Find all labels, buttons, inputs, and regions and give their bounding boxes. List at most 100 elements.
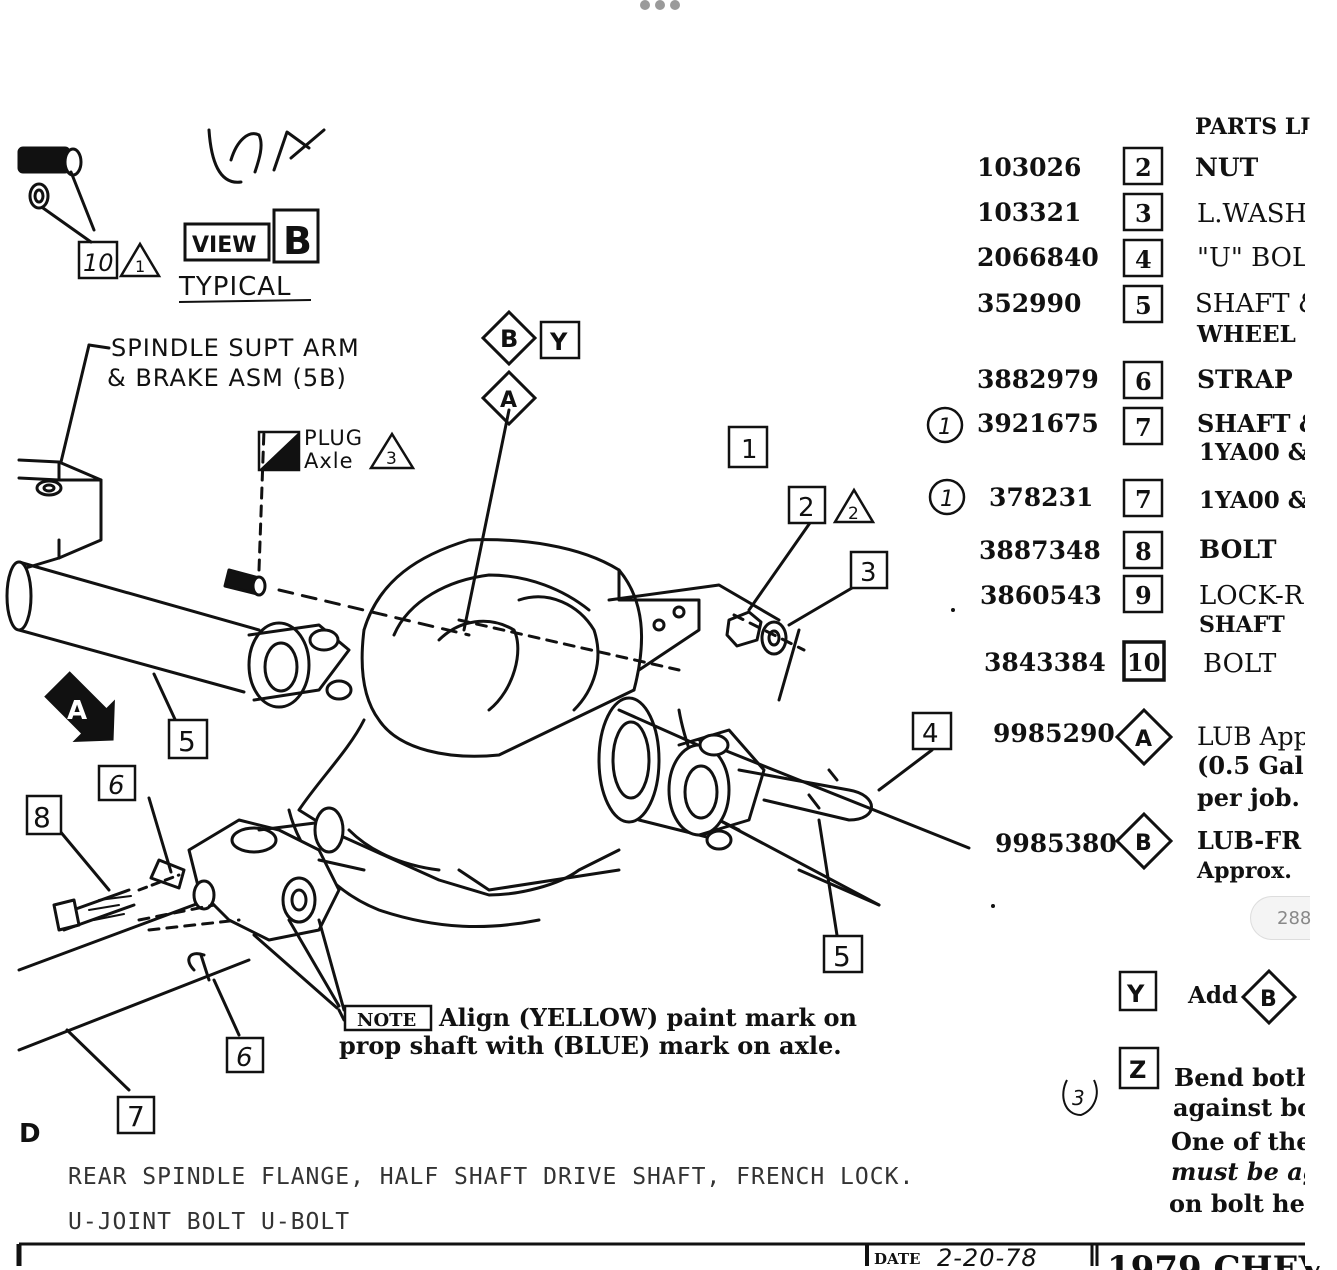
parts-row: 103321 3 L.WASH [977, 192, 1307, 232]
centerline [457, 618, 681, 672]
svg-text:against bo: against bo [1173, 1093, 1313, 1122]
svg-text:B: B [500, 325, 518, 353]
svg-text:2: 2 [848, 504, 859, 524]
svg-text:2: 2 [1135, 153, 1152, 182]
exploded-axle-diagram: VIEW B TYPICAL 10 1 SPINDLE SUPT ARM & B… [5, 114, 1326, 1270]
svg-text:4: 4 [1135, 245, 1152, 274]
svg-text:8: 8 [1135, 537, 1152, 566]
callout-6-lower: 6 [225, 1036, 265, 1074]
svg-text:3: 3 [1072, 1086, 1085, 1110]
svg-text:LUB App: LUB App [1197, 722, 1310, 751]
parts-row: 9985380 B LUB-FR Approx. [995, 811, 1302, 884]
page-gutter [1305, 130, 1337, 1266]
y-note: Y Add B [1118, 968, 1298, 1026]
right-half-shaft-drawing [667, 628, 971, 950]
svg-text:378231: 378231 [989, 483, 1093, 512]
svg-text:5: 5 [1135, 291, 1152, 320]
title-block: DATE 2-20-78 1979 CHEV [16, 1242, 1326, 1270]
callout-2: 2 2 [787, 485, 876, 525]
svg-text:PLUG: PLUG [304, 426, 363, 450]
left-flange-drawing [17, 796, 366, 1092]
view-letter: B [283, 219, 312, 263]
scribble-stroke [272, 128, 326, 172]
view-word: VIEW [192, 233, 257, 258]
svg-text:3921675: 3921675 [977, 409, 1099, 438]
parts-row: 1 378231 7 1YA00 & [928, 478, 1309, 518]
menu-dot [640, 0, 650, 10]
svg-text:per job.: per job. [1197, 783, 1300, 812]
svg-text:3882979: 3882979 [977, 365, 1099, 394]
svg-text:6: 6 [236, 1043, 253, 1073]
parts-list: 103026 2 NUT 103321 3 L.WASH 2066840 4 "… [926, 146, 1321, 884]
parts-row: 3860543 9 LOCK-R SHAFT [980, 574, 1305, 638]
svg-text:8: 8 [33, 801, 51, 834]
svg-text:5: 5 [178, 725, 196, 758]
svg-text:LOCK-R: LOCK-R [1199, 581, 1305, 611]
front-arrow-a: A [44, 671, 115, 742]
diamond-icon [480, 309, 538, 367]
svg-text:1: 1 [938, 415, 952, 440]
svg-text:B: B [1260, 987, 1277, 1012]
callout-7: 7 [116, 1095, 156, 1135]
typical-label: TYPICAL [178, 272, 292, 302]
page-number-badge[interactable]: 288 [1250, 896, 1311, 940]
svg-text:3860543: 3860543 [980, 581, 1102, 610]
image-caption-line2: U-JOINT BOLT U-BOLT [68, 1209, 351, 1235]
svg-text:3: 3 [386, 449, 397, 469]
svg-text:WHEEL: WHEEL [1196, 321, 1296, 348]
svg-text:Z: Z [1129, 1056, 1146, 1084]
diamond-icon [1114, 707, 1174, 767]
leader-line [462, 408, 511, 632]
svg-text:6: 6 [1135, 367, 1152, 396]
menu-dot [655, 0, 665, 10]
svg-text:One of the: One of the [1171, 1127, 1311, 1156]
svg-text:Add: Add [1187, 982, 1238, 1009]
diamond-icon [1114, 811, 1174, 871]
callout-6-upper: 6 [97, 764, 137, 802]
svg-text:A: A [500, 388, 517, 413]
menu-dot [670, 0, 680, 10]
callout-4: 4 [911, 711, 953, 751]
z-note: Z Bend both against bo One of the must b… [1062, 1046, 1320, 1218]
left-half-shaft-drawing [5, 560, 353, 730]
shaft-edge [797, 868, 881, 907]
svg-text:2: 2 [798, 493, 815, 523]
svg-text:Axle: Axle [304, 449, 354, 473]
scribble-stroke [229, 132, 263, 174]
scribble-stroke [207, 128, 243, 184]
plug-label: PLUG Axle 3 [257, 426, 416, 473]
parts-row: 2066840 4 "U" BOL [977, 238, 1309, 278]
bolt-10-drawing [17, 146, 96, 244]
svg-text:3: 3 [1135, 199, 1152, 228]
parts-row: 352990 5 SHAFT & WHEEL [977, 284, 1321, 348]
note-line2: prop shaft with (BLUE) mark on axle. [339, 1031, 842, 1060]
alignment-note: NOTE Align (YELLOW) paint mark on prop s… [339, 1003, 857, 1060]
svg-text:6: 6 [108, 771, 125, 801]
svg-text:10: 10 [1127, 648, 1160, 677]
svg-text:4: 4 [922, 719, 939, 749]
svg-text:SHAFT &: SHAFT & [1197, 409, 1321, 438]
lube-a-marker: A [480, 369, 538, 427]
svg-text:Y: Y [549, 328, 568, 356]
svg-text:1: 1 [940, 487, 954, 512]
viewer-top-bar [0, 0, 1337, 130]
svg-text:B: B [1135, 831, 1152, 856]
callout-3: 3 [849, 550, 889, 590]
svg-text:must be ag: must be ag [1171, 1157, 1320, 1186]
image-caption-line1: REAR SPINDLE FLANGE, HALF SHAFT DRIVE SH… [68, 1164, 915, 1190]
svg-text:9985290: 9985290 [993, 719, 1115, 748]
parts-row: 3887348 8 BOLT [979, 530, 1277, 570]
plug-drawing [223, 428, 471, 637]
svg-text:Bend both: Bend both [1174, 1063, 1313, 1092]
more-horizontal-icon[interactable] [640, 0, 680, 10]
triangle-note-icon [118, 241, 162, 278]
cropped-label-fragment: D [19, 1119, 41, 1149]
svg-text:3: 3 [860, 558, 877, 588]
svg-text:Y: Y [1126, 980, 1145, 1008]
svg-text:STRAP: STRAP [1197, 365, 1293, 394]
svg-text:"U" BOL: "U" BOL [1197, 243, 1309, 273]
date-value: 2-20-78 [937, 1244, 1038, 1270]
svg-text:SHAFT: SHAFT [1199, 612, 1285, 638]
svg-text:10: 10 [83, 249, 114, 277]
parts-row: 9985290 A LUB App (0.5 Gal per job. [993, 707, 1310, 812]
